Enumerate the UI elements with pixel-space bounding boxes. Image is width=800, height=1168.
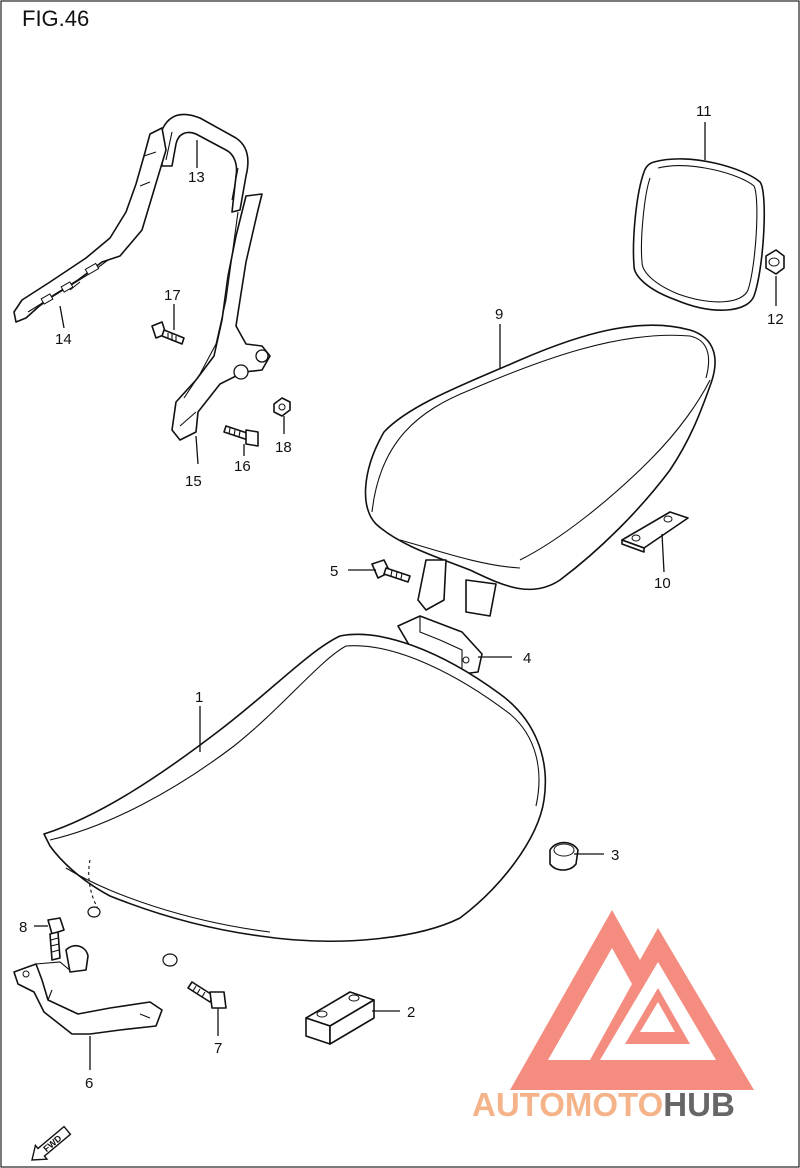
callout-4: 4 bbox=[523, 650, 531, 667]
callout-15: 15 bbox=[185, 473, 202, 490]
callout-labels: 11 12 13 14 17 15 16 18 9 10 5 4 1 3 2 8… bbox=[19, 103, 784, 1092]
part-2-block bbox=[305, 991, 375, 1045]
part-12-cap-nut bbox=[765, 249, 785, 275]
callout-1: 1 bbox=[195, 689, 203, 706]
figure-title: FIG.46 bbox=[22, 6, 89, 31]
part-16-bolt bbox=[223, 425, 259, 447]
watermark-text: AUTOMOTOHUB bbox=[472, 1086, 735, 1123]
callout-8: 8 bbox=[19, 919, 27, 936]
callout-11: 11 bbox=[696, 103, 712, 120]
watermark-logo bbox=[510, 910, 754, 1090]
part-7-bolt bbox=[187, 981, 227, 1009]
part-15-side-bracket bbox=[171, 193, 271, 441]
callout-12: 12 bbox=[767, 311, 784, 328]
part-11-backrest-pad bbox=[632, 158, 766, 311]
callout-14: 14 bbox=[55, 331, 72, 348]
callout-17: 17 bbox=[164, 287, 181, 304]
part-8-bolt bbox=[47, 917, 65, 961]
callout-13: 13 bbox=[188, 169, 205, 186]
part-14-side-arm bbox=[13, 127, 167, 323]
callout-6: 6 bbox=[85, 1075, 93, 1092]
callout-2: 2 bbox=[407, 1004, 415, 1021]
callout-18: 18 bbox=[275, 439, 292, 456]
part-13-handle bbox=[161, 113, 249, 213]
fwd-arrow-icon: FWD bbox=[31, 1125, 72, 1161]
part-1-rider-seat bbox=[43, 633, 547, 967]
callout-3: 3 bbox=[611, 847, 619, 864]
callout-9: 9 bbox=[495, 306, 503, 323]
part-10-pad bbox=[621, 511, 689, 553]
part-5-bolt bbox=[371, 559, 411, 583]
part-9-passenger-seat bbox=[364, 324, 716, 617]
leader-lines bbox=[34, 122, 777, 1070]
callout-7: 7 bbox=[214, 1040, 222, 1057]
callout-16: 16 bbox=[234, 458, 251, 475]
part-3-grommet bbox=[549, 841, 579, 871]
callout-5: 5 bbox=[330, 563, 338, 580]
part-6-front-bracket bbox=[13, 944, 163, 1035]
part-18-nut bbox=[273, 397, 291, 417]
callout-10: 10 bbox=[654, 575, 671, 592]
part-17-bolt bbox=[151, 321, 185, 345]
